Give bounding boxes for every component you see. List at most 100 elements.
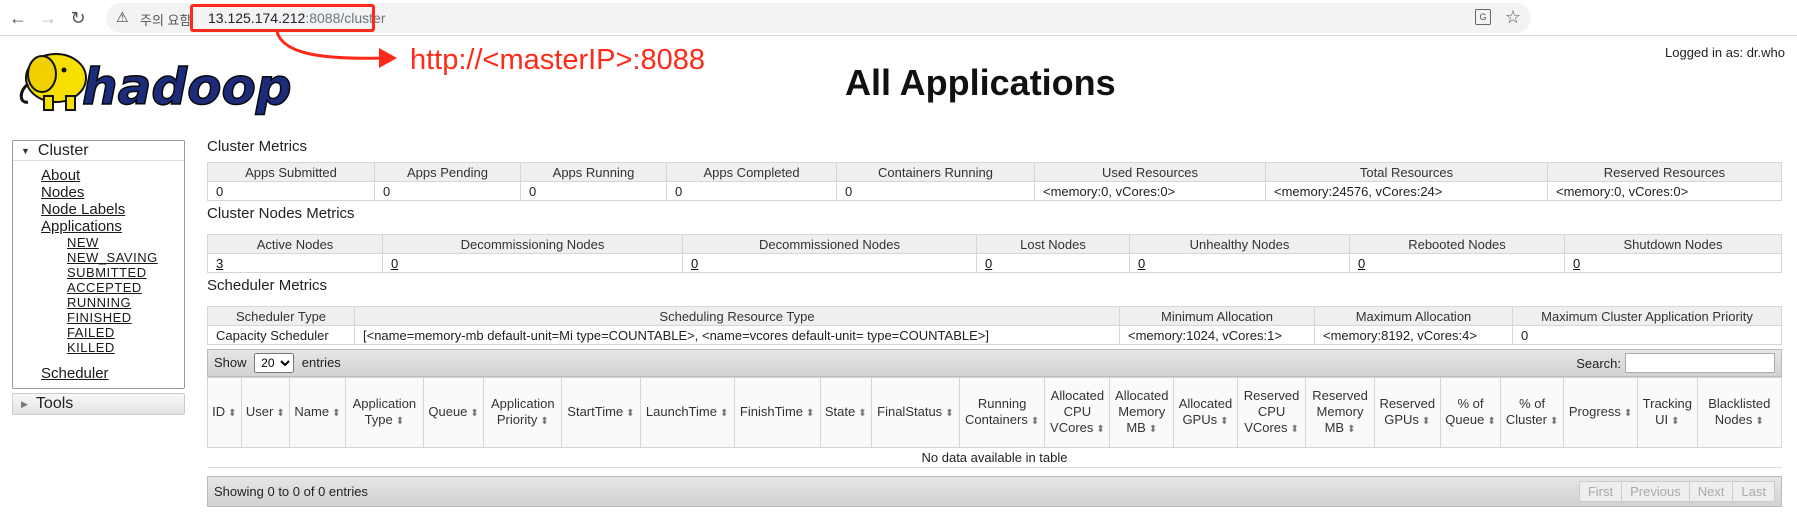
table-cell: 3 [207,253,383,273]
triangle-right-icon: ▶ [21,398,28,409]
sortable-column-header[interactable]: Allocated GPUs⬍ [1173,377,1238,448]
column-header: Unhealthy Nodes [1129,234,1350,254]
nav-about[interactable]: About [41,167,81,184]
shutdown-nodes-link[interactable]: 0 [1573,255,1581,271]
sortable-column-header[interactable]: Reserved GPUs⬍ [1373,377,1441,448]
sortable-column-header[interactable]: ID⬍ [207,377,242,448]
sortable-column-header[interactable]: % of Cluster⬍ [1500,377,1564,448]
column-header: Shutdown Nodes [1564,234,1782,254]
sort-arrows-icon: ⬍ [1671,415,1680,427]
bookmark-star-icon[interactable]: ☆ [1504,7,1521,27]
scheduler-metrics-title: Scheduler Metrics [207,277,328,294]
table-cell: 0 [382,253,683,273]
sortable-column-header[interactable]: Name⬍ [288,377,346,448]
table-row: No data available in table [207,447,1782,468]
nav-applications[interactable]: Applications [41,218,122,235]
page-title: All Applications [845,62,1116,103]
search-control: Search: [1576,353,1775,373]
sortable-column-header[interactable]: Allocated CPU VCores⬍ [1044,377,1111,448]
sort-arrows-icon: ⬍ [332,407,341,419]
sortable-column-header[interactable]: Progress⬍ [1562,377,1639,448]
sortable-column-header[interactable]: Reserved CPU VCores⬍ [1236,377,1307,448]
cluster-nav-box: ▼ Cluster About Nodes Node Labels Applic… [12,140,185,389]
search-input[interactable] [1625,353,1775,373]
address-bar[interactable]: ⚠ 주의 요함 13.125.174.212:8088/cluster G ☆ [106,3,1531,33]
sortable-column-header[interactable]: User⬍ [240,377,290,448]
sortable-column-header[interactable]: Allocated Memory MB⬍ [1109,377,1175,448]
table-cell: 0 [682,253,977,273]
unhealthy-nodes-link[interactable]: 0 [1138,255,1146,271]
sortable-column-header[interactable]: Running Containers⬍ [958,377,1046,448]
nav-node-labels[interactable]: Node Labels [41,201,126,218]
sortable-column-header[interactable]: StartTime⬍ [561,377,641,448]
nav-state-running[interactable]: RUNNING [67,295,132,310]
sortable-column-header[interactable]: Application Priority⬍ [483,377,563,448]
lost-nodes-link[interactable]: 0 [985,255,993,271]
sortable-column-header[interactable]: Application Type⬍ [344,377,424,448]
pager-next-button[interactable]: Next [1688,481,1734,502]
sort-arrows-icon: ⬍ [1220,415,1229,427]
table-cell: 0 [836,181,1035,201]
sortable-column-header[interactable]: Queue⬍ [422,377,485,448]
security-warning-text[interactable]: 주의 요함 [140,13,192,28]
nav-state-submitted[interactable]: SUBMITTED [67,265,147,280]
table-cell: 0 [1349,253,1565,273]
sortable-column-header[interactable]: % of Queue⬍ [1439,377,1502,448]
column-header: Reserved Resources [1547,162,1782,182]
translate-icon[interactable]: G [1475,9,1491,25]
column-header: Lost Nodes [976,234,1130,254]
sort-arrows-icon: ⬍ [1623,407,1633,419]
pager-first-button[interactable]: First [1578,481,1623,502]
sortable-column-header[interactable]: LaunchTime⬍ [639,377,735,448]
sortable-column-header[interactable]: State⬍ [819,377,872,448]
sortable-column-header[interactable]: Blacklisted Nodes⬍ [1696,377,1783,448]
cluster-nav-header[interactable]: ▼ Cluster [13,141,184,161]
nav-state-accepted[interactable]: ACCEPTED [67,280,142,295]
table-cell: Capacity Scheduler [207,325,355,345]
nav-state-new-saving[interactable]: NEW_SAVING [67,250,158,265]
page-size-select[interactable]: 20 [254,353,295,373]
url-text[interactable]: 13.125.174.212:8088/cluster [208,10,386,26]
tools-nav-header[interactable]: ▶ Tools [12,393,185,415]
column-header-label: ID [212,403,226,419]
sortable-column-header[interactable]: FinalStatus⬍ [870,377,960,448]
column-header-label: Allocated Memory MB [1115,387,1169,435]
cluster-label: Cluster [37,141,89,159]
table-cell: <memory:1024, vCores:1> [1119,325,1315,345]
hadoop-logo[interactable]: hadoop [14,44,314,125]
column-header-label: Blacklisted Nodes [1708,395,1771,427]
sortable-column-header[interactable]: Tracking UI⬍ [1637,377,1698,448]
hadoop-elephant-icon: hadoop [19,53,292,117]
warning-icon[interactable]: ⚠ [116,9,129,25]
sort-arrows-icon: ⬍ [1148,423,1158,435]
column-header: Total Resources [1265,162,1548,182]
nav-state-finished[interactable]: FINISHED [67,310,132,325]
nav-state-killed[interactable]: KILLED [67,340,115,355]
triangle-down-icon: ▼ [21,145,30,156]
sort-arrows-icon: ⬍ [719,407,729,419]
column-header: Minimum Allocation [1119,306,1315,326]
sortable-column-header[interactable]: FinishTime⬍ [733,377,821,448]
decommissioning-nodes-link[interactable]: 0 [391,255,399,271]
rebooted-nodes-link[interactable]: 0 [1358,255,1366,271]
decommissioned-nodes-link[interactable]: 0 [691,255,699,271]
table-cell: <memory:0, vCores:0> [1034,181,1266,201]
back-arrow-icon[interactable]: ← [9,7,27,28]
active-nodes-link[interactable]: 3 [216,255,224,271]
reload-icon[interactable]: ↻ [70,7,86,28]
pager-previous-button[interactable]: Previous [1621,481,1690,502]
column-header: Active Nodes [207,234,383,254]
nav-nodes[interactable]: Nodes [41,184,85,201]
forward-arrow-icon[interactable]: → [39,7,57,28]
sort-arrows-icon: ⬍ [540,415,549,427]
table-cell: 0 [374,181,521,201]
pager-last-button[interactable]: Last [1732,481,1775,502]
nav-state-failed[interactable]: FAILED [67,325,115,340]
nav-scheduler[interactable]: Scheduler [41,365,109,382]
table-row: Capacity Scheduler [<name=memory-mb defa… [207,325,1782,345]
column-header-label: Reserved CPU VCores [1243,387,1300,435]
table-cell: 0 [520,181,667,201]
sortable-column-header[interactable]: Reserved Memory MB⬍ [1305,377,1375,448]
column-header-label: User [245,403,274,419]
nav-state-new[interactable]: NEW [67,235,99,250]
